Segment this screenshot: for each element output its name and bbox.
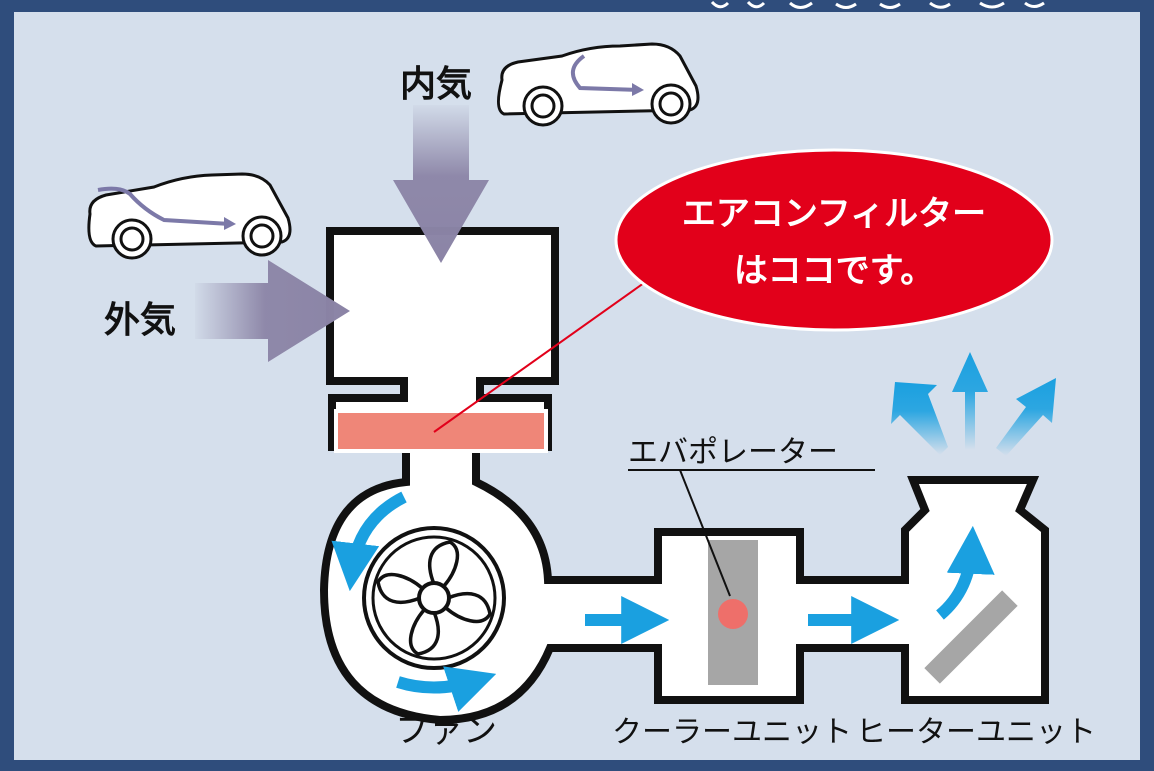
fan-label: ファン xyxy=(395,711,497,751)
evaporator-leader-line xyxy=(628,469,875,597)
callout-pointer-line xyxy=(433,267,666,433)
inner-air-label: 内気 xyxy=(400,64,472,105)
filter-callout-bubble xyxy=(614,148,1054,332)
evaporator-label: エバポレーター xyxy=(628,435,838,470)
callout-line-1: エアコンフィルター xyxy=(682,194,986,234)
inner-air-intake-arrow xyxy=(393,105,489,263)
air-filter xyxy=(334,409,548,453)
evaporator-dot xyxy=(718,599,748,629)
outer-air-intake-arrow xyxy=(195,260,350,362)
heater-core xyxy=(924,590,1018,684)
airflow-arrow xyxy=(936,525,995,620)
fan-icon xyxy=(362,526,506,670)
car-recirculation-icon xyxy=(497,42,700,127)
heater-unit-label: ヒーターユニット xyxy=(856,715,1096,750)
outlet-airflow-arrows xyxy=(891,352,1056,456)
cooler-unit-label: クーラーユニット xyxy=(612,715,852,750)
callout-line-2: はココです。 xyxy=(734,251,935,291)
fan-airflow-arrow xyxy=(331,491,407,592)
outer-air-label: 外気 xyxy=(104,300,176,341)
car-fresh-air-icon xyxy=(87,172,292,260)
fan-airflow-arrow xyxy=(396,666,497,712)
